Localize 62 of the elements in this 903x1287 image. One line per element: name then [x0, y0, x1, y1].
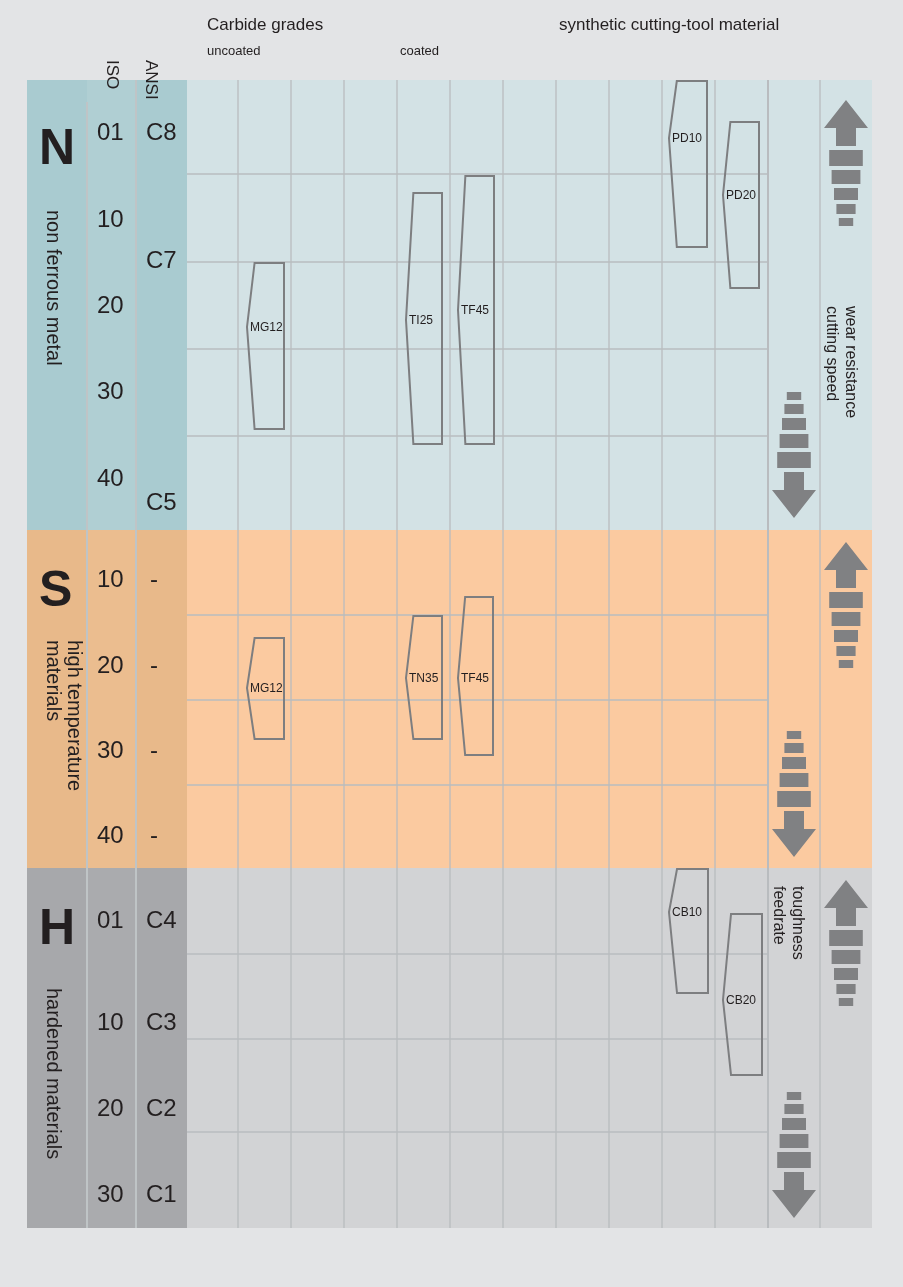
- group-letter: H: [39, 898, 76, 956]
- ansi-code: C2: [146, 1096, 177, 1120]
- ansi-code: -: [150, 823, 158, 847]
- group-letter: N: [39, 118, 76, 176]
- section-heading: Carbide grades: [207, 16, 324, 33]
- grade-label: PD10: [672, 132, 703, 144]
- grade-range-shape: [668, 80, 708, 248]
- grade-label: MG12: [250, 321, 283, 333]
- material-group-band: [27, 530, 872, 868]
- grade-range-shape: [405, 192, 443, 445]
- iso-code: 10: [97, 1010, 124, 1034]
- subheading: coated: [400, 44, 440, 57]
- iso-code: 20: [97, 1096, 124, 1120]
- grade-range-shape: [405, 615, 443, 740]
- iso-code: 20: [97, 653, 124, 677]
- ansi-code: -: [150, 567, 158, 591]
- iso-code: 10: [97, 207, 124, 231]
- grade-label: CB10: [672, 906, 703, 918]
- ansi-code: C8: [146, 120, 177, 144]
- grade-range-shape: [722, 121, 760, 289]
- group-name: hardened materials: [43, 988, 64, 1162]
- ansi-code: C5: [146, 490, 177, 514]
- section-heading: synthetic cutting-tool material: [559, 16, 780, 33]
- iso-code: 01: [97, 908, 124, 932]
- property-label: wear resistance: [843, 306, 859, 419]
- column-header: ANSI: [143, 60, 160, 100]
- group-name: high temperature materials: [43, 640, 85, 794]
- grade-label: TN35: [409, 672, 439, 684]
- iso-code: 01: [97, 120, 124, 144]
- iso-code: 20: [97, 293, 124, 317]
- column-header: ISO: [104, 60, 121, 90]
- ansi-code: C1: [146, 1182, 177, 1206]
- ansi-code: -: [150, 653, 158, 677]
- grade-range-shape: [246, 262, 285, 430]
- iso-code: 30: [97, 1182, 124, 1206]
- grade-range-shape: [722, 913, 763, 1076]
- subheading: uncoated: [207, 44, 261, 57]
- grade-range-shape: [246, 637, 285, 740]
- property-label: feedrate: [771, 886, 787, 945]
- ansi-code: 30: [97, 379, 124, 403]
- ansi-code: C4: [146, 908, 177, 932]
- iso-code: 30: [97, 738, 124, 762]
- iso-code: 40: [97, 466, 124, 490]
- grade-range-shape: [668, 868, 709, 994]
- material-group-band: [27, 868, 872, 1228]
- group-name: non ferrous metal: [43, 210, 64, 368]
- ansi-code: C3: [146, 1010, 177, 1034]
- grade-range-shape: [457, 175, 495, 445]
- property-label: toughness: [790, 886, 806, 960]
- property-label: cutting speed: [824, 306, 840, 402]
- grade-label: MG12: [250, 682, 283, 694]
- grade-label: PD20: [726, 189, 757, 201]
- grade-label: TI25: [409, 314, 433, 326]
- group-letter: S: [39, 560, 73, 618]
- iso-code: 40: [97, 823, 124, 847]
- grade-label: CB20: [726, 994, 757, 1006]
- grade-label: TF45: [461, 672, 489, 684]
- ansi-code: -: [150, 738, 158, 762]
- iso-code: 10: [97, 567, 124, 591]
- ansi-code: C7: [146, 248, 177, 272]
- grade-label: TF45: [461, 304, 489, 316]
- grade-range-shape: [457, 596, 494, 756]
